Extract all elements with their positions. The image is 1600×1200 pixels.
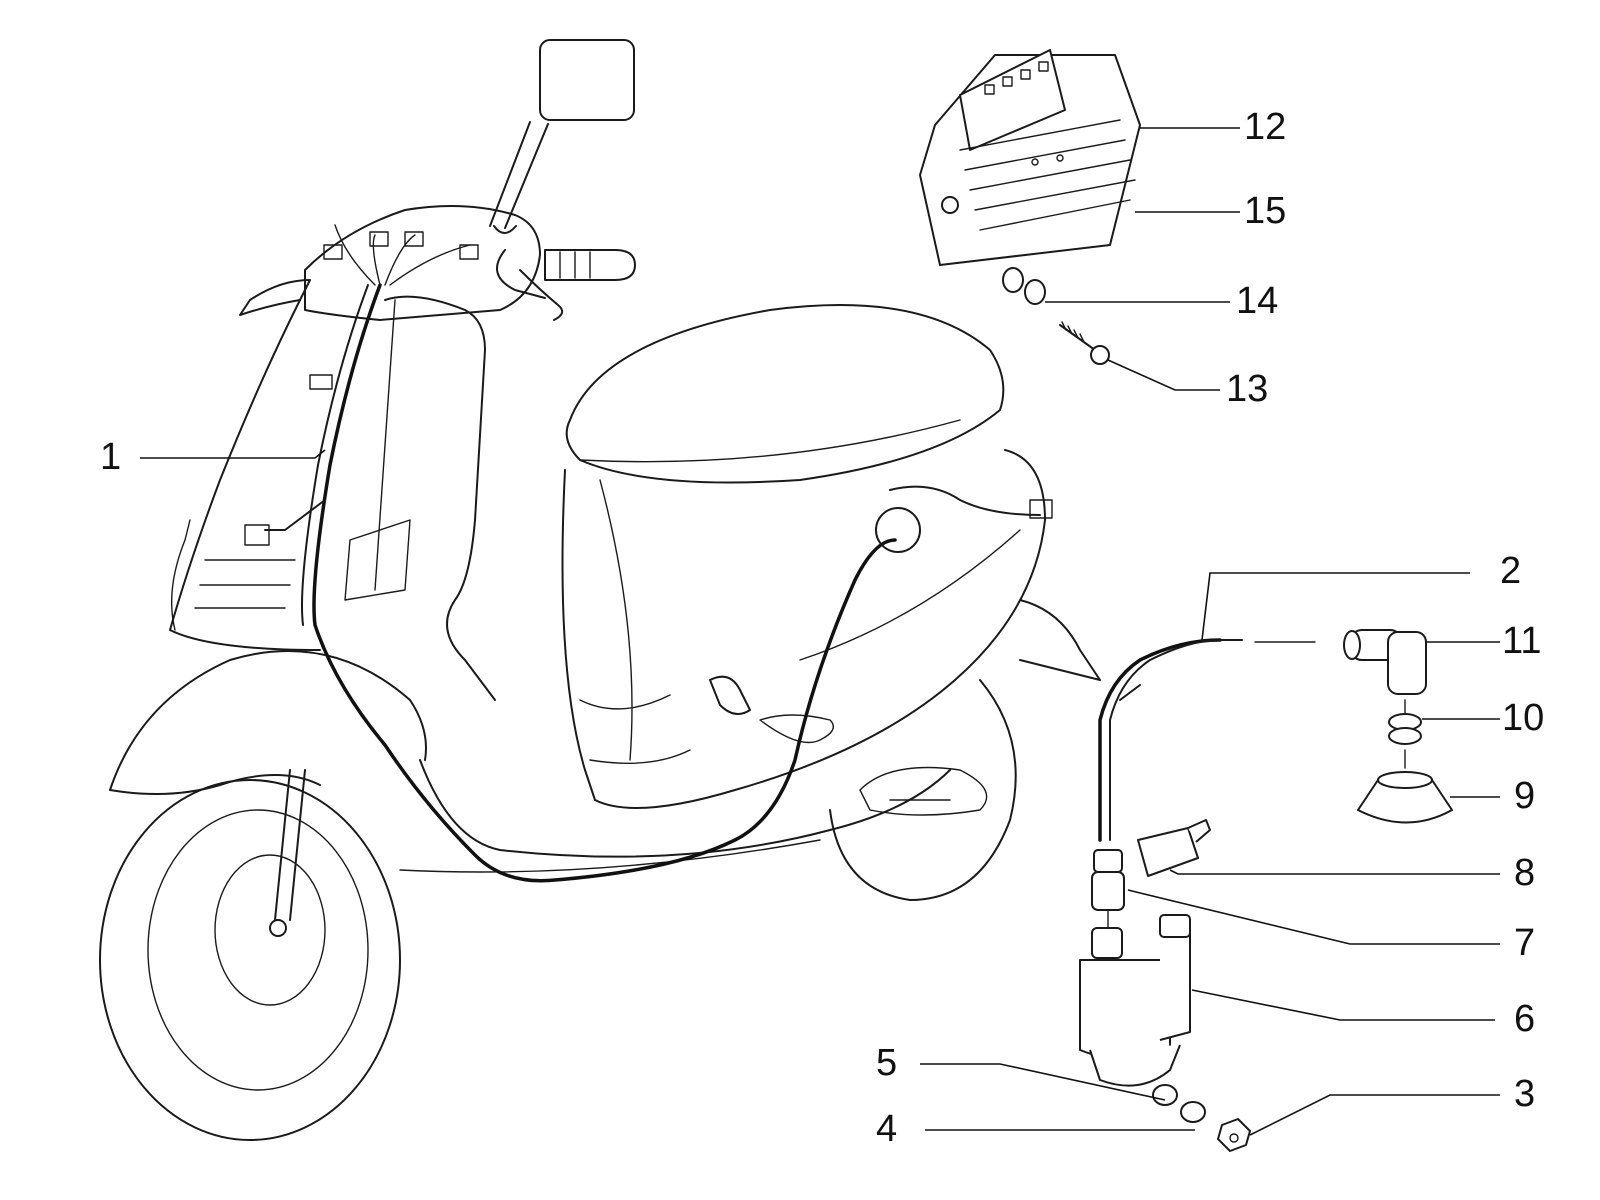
callout-5: 5 <box>876 1042 898 1084</box>
callout-7: 7 <box>1514 922 1536 964</box>
nut-3 <box>1217 1118 1251 1152</box>
washer-10 <box>1388 699 1422 745</box>
floorboard <box>419 759 951 858</box>
wiring-harness <box>312 283 897 883</box>
spark-plug-cap <box>1343 629 1427 695</box>
callout-4: 4 <box>876 1108 898 1150</box>
voltage-regulator <box>919 49 1141 266</box>
seat <box>565 304 1005 484</box>
washer-5 <box>1152 1084 1178 1106</box>
headset <box>304 205 541 321</box>
callout-9: 9 <box>1514 775 1536 817</box>
callout-8: 8 <box>1514 852 1536 894</box>
front-shield <box>169 299 321 651</box>
callout-6: 6 <box>1514 998 1536 1040</box>
callout-3: 3 <box>1514 1073 1536 1115</box>
rear-body <box>561 449 1046 809</box>
handlebar-grip <box>496 249 636 321</box>
washers-14 <box>1002 267 1046 305</box>
front-fender <box>109 650 427 791</box>
callout-1: 1 <box>100 436 122 478</box>
ht-connector-7 <box>1091 849 1125 929</box>
callout-15: 15 <box>1244 190 1287 232</box>
scooter-outline <box>99 39 1101 1141</box>
callout-11: 11 <box>1502 620 1542 662</box>
screw-13 <box>1059 321 1110 365</box>
mirror <box>489 39 635 234</box>
grommet-9 <box>1357 749 1453 824</box>
terminal-cap-8 <box>1137 819 1211 877</box>
callout-13: 13 <box>1226 368 1269 410</box>
rear-mudguard <box>1019 599 1101 681</box>
rear-wheel <box>829 679 1017 901</box>
callout-2: 2 <box>1500 550 1522 592</box>
callout-12: 12 <box>1244 106 1287 148</box>
ht-cable <box>1098 638 1316 842</box>
front-wheel <box>99 779 401 1141</box>
callout-10: 10 <box>1502 697 1545 739</box>
callout-14: 14 <box>1236 280 1279 322</box>
washer-4 <box>1180 1101 1206 1123</box>
leader-lines <box>140 127 1500 1136</box>
ignition-coil-6 <box>1079 914 1191 1087</box>
